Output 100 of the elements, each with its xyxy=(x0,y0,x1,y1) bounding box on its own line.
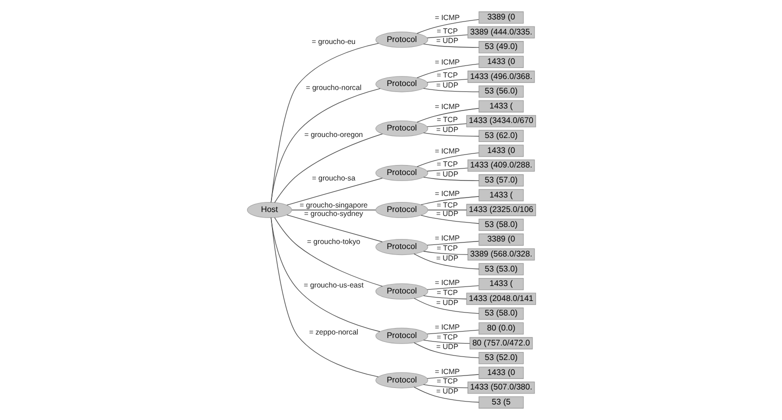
node-box: 3389 (0 xyxy=(478,11,524,24)
connector xyxy=(422,295,466,300)
node-ellipse: Host xyxy=(246,202,292,218)
node-ellipse: Protocol xyxy=(374,32,428,48)
connector xyxy=(270,88,380,203)
edge-label: = UDP xyxy=(436,342,458,352)
edge-label: = ICMP xyxy=(434,102,460,111)
edge-label: = ICMP xyxy=(434,58,460,67)
connector xyxy=(413,254,479,270)
node-ellipse: Protocol xyxy=(374,164,428,182)
edge-label: = UDP xyxy=(436,125,458,134)
connector xyxy=(426,34,468,38)
connector xyxy=(416,19,479,34)
connector xyxy=(422,176,479,182)
edge-label: = UDP xyxy=(436,298,458,307)
edge-label: = TCP xyxy=(436,200,458,210)
node-box: 53 (58.0) xyxy=(478,308,524,320)
edge-label: = UDP xyxy=(436,208,458,218)
node-box: 53 (5 xyxy=(478,396,524,409)
connector xyxy=(413,342,479,358)
edge-label: = groucho-us-east xyxy=(303,280,364,290)
connector xyxy=(286,214,382,242)
connector xyxy=(416,108,479,123)
edge-label: = ICMP xyxy=(434,278,460,288)
connector xyxy=(422,384,468,388)
node-box: 1433 (2048.0/141 xyxy=(466,292,536,305)
node-box: 80 (757.0/472.0 xyxy=(469,337,532,350)
connector xyxy=(413,298,479,314)
node-ellipse: Protocol xyxy=(374,202,428,218)
connector xyxy=(416,64,479,78)
connector xyxy=(426,285,478,290)
connector xyxy=(413,386,479,403)
edge-label: = groucho-tokyo xyxy=(306,236,360,246)
connector xyxy=(422,340,470,344)
node-box: 1433 ( xyxy=(478,278,524,290)
connector xyxy=(274,134,382,203)
edge-label: = ICMP xyxy=(434,189,460,198)
edge-label: = ICMP xyxy=(434,366,460,376)
edge-label: = ICMP xyxy=(434,322,460,332)
connector xyxy=(416,152,479,167)
node-box: 1433 (0 xyxy=(478,56,524,68)
edge-label: = ICMP xyxy=(434,13,460,22)
node-box: 53 (62.0) xyxy=(478,130,524,142)
node-box: 3389 (444.0/335. xyxy=(467,26,534,38)
connector xyxy=(274,217,382,287)
connector xyxy=(426,330,478,334)
connector xyxy=(286,178,382,206)
edge-label: = groucho-eu xyxy=(311,37,356,46)
edge-label: = UDP xyxy=(436,169,458,178)
edge-label: = TCP xyxy=(436,243,458,252)
connector xyxy=(422,88,479,92)
node-box: 1433 ( xyxy=(478,189,524,202)
node-box: 53 (49.0) xyxy=(478,41,524,54)
node-box: 1433 (0 xyxy=(478,366,524,379)
edge-label: = TCP xyxy=(436,288,458,297)
node-box: 1433 (507.0/380. xyxy=(467,382,534,394)
edge-label: = TCP xyxy=(436,70,458,80)
edge-label: = UDP xyxy=(436,80,458,90)
connector xyxy=(422,132,479,137)
connector xyxy=(422,44,479,48)
edge-label: = TCP xyxy=(436,115,458,124)
node-box: 1433 (409.0/288. xyxy=(467,160,534,172)
edge-label: = ICMP xyxy=(434,234,460,243)
node-box: 3389 (0 xyxy=(478,234,524,246)
edge-label: = groucho-singapore xyxy=(299,200,368,210)
edge-label: = TCP xyxy=(436,332,458,342)
connector xyxy=(426,374,478,379)
node-box: 1433 (496.0/368. xyxy=(467,70,534,83)
edge-label: = groucho-norcal xyxy=(305,83,361,92)
node-box: 1433 (0 xyxy=(478,144,524,157)
connector xyxy=(426,168,468,172)
connector xyxy=(270,217,380,332)
edge-label: = groucho-sa xyxy=(311,174,355,183)
edge-label: = TCP xyxy=(436,160,458,169)
node-box: 53 (53.0) xyxy=(478,263,524,276)
node-ellipse: Protocol xyxy=(374,328,428,344)
node-box: 1433 ( xyxy=(478,100,524,112)
connector xyxy=(420,214,479,224)
node-ellipse: Protocol xyxy=(374,372,428,388)
edge-label: = TCP xyxy=(436,26,458,36)
edge-label: = UDP xyxy=(436,36,458,46)
edge-label: = TCP xyxy=(436,376,458,386)
edge-label: = groucho-oregon xyxy=(304,130,362,139)
edge-label: = groucho-sydney xyxy=(304,208,363,218)
edge-label: = zeppo-norcal xyxy=(308,327,358,336)
node-ellipse: Protocol xyxy=(374,76,428,92)
node-ellipse: Protocol xyxy=(374,283,428,300)
node-box: 3389 (568.0/328. xyxy=(467,248,534,260)
node-ellipse: Protocol xyxy=(374,120,428,137)
node-box: 53 (52.0) xyxy=(478,352,524,364)
edge-label: = ICMP xyxy=(434,146,460,156)
node-box: 53 (57.0) xyxy=(478,174,524,186)
connector xyxy=(270,217,378,378)
node-box: 53 (56.0) xyxy=(478,85,524,98)
node-box: 80 (0.0) xyxy=(478,322,524,335)
edge-label: = UDP xyxy=(436,253,458,262)
node-box: 1433 (2325.0/106 xyxy=(466,204,536,216)
connector xyxy=(426,78,468,83)
connector xyxy=(422,250,468,255)
node-box: 53 (58.0) xyxy=(478,218,524,231)
